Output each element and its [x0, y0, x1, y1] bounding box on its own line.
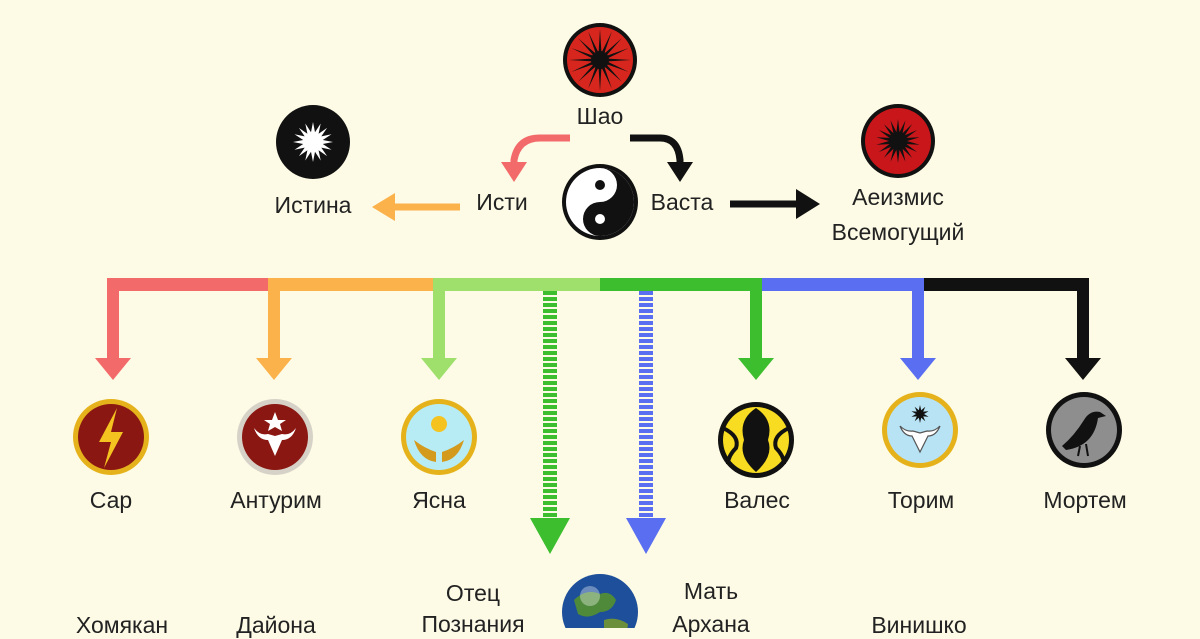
arrow-shao-isti [510, 134, 570, 168]
shao-ray [571, 61, 594, 72]
shao-ray [601, 31, 612, 54]
arrow-yasna [421, 278, 457, 380]
label-vasta: Васта [650, 189, 714, 215]
white-sun-icon [276, 105, 350, 179]
arrow-anturim [256, 278, 292, 380]
label-vales: Валес [724, 487, 790, 513]
label-shao: Шао [576, 103, 624, 129]
arrow-otets [530, 291, 570, 554]
label-khomyakan: Хомякан [75, 612, 169, 638]
shao-ray [607, 58, 631, 62]
bull-sun-icon [882, 392, 958, 468]
shao-ray [578, 64, 596, 82]
arrow-isti-istina-head [372, 193, 395, 221]
bar-segment-black [924, 278, 1089, 291]
arrow-mat [626, 291, 666, 554]
label-vsemogushchiy: Всемогущий [831, 219, 965, 245]
label-mat: Мать [683, 578, 739, 604]
sun-hands-icon [401, 399, 477, 475]
shao-ray [578, 38, 596, 56]
bar-segment-blue [762, 278, 924, 291]
arrow-shao-vasta-head [667, 162, 693, 182]
shao-ray [604, 64, 622, 82]
arrow-shao-vasta [630, 134, 684, 168]
label-isti: Исти [476, 189, 528, 215]
arrow-sar [95, 278, 131, 380]
label-mortem: Мортем [1043, 487, 1127, 513]
shao-ray [598, 29, 602, 53]
label-anturim: Антурим [230, 487, 322, 513]
shao-ray [606, 48, 629, 59]
label-dayona: Дайона [236, 612, 316, 638]
bar-segment-orange [273, 278, 435, 291]
shao-ray [604, 38, 622, 56]
label-aeizmis: Аеизмис [852, 184, 944, 210]
bar-segment-lightgreen [435, 278, 600, 291]
shao-ray [588, 31, 599, 54]
label-otets: Отец [445, 580, 501, 606]
red-burst-icon [861, 104, 935, 178]
shao-ray [606, 61, 629, 72]
shao-ray [601, 66, 612, 89]
earth-icon [562, 574, 638, 639]
arrow-vasta-aeizmis-head [796, 189, 820, 219]
label-torim: Торим [887, 487, 955, 513]
arrow-torim [900, 278, 936, 380]
arrow-shao-isti-head [501, 162, 527, 182]
label-yasna: Ясна [412, 487, 466, 513]
label-arkhana: Архана [672, 611, 750, 637]
label-vinishko: Винишко [871, 612, 967, 638]
shao-ray [598, 67, 602, 91]
bar-segment-red [107, 278, 273, 291]
label-sar: Сар [89, 487, 133, 513]
shao-ray [571, 48, 594, 59]
yin-yang-icon [562, 164, 638, 240]
label-poznaniya: Познания [421, 611, 525, 637]
arrow-vales [738, 278, 774, 380]
twin-faces-icon [718, 402, 794, 478]
raven-icon [1046, 392, 1122, 468]
shao-ray [588, 66, 599, 89]
arrow-mortem [1065, 278, 1101, 380]
bar-segment-green [600, 278, 762, 291]
red-sun-star-icon [563, 23, 637, 97]
bull-icon [237, 399, 313, 475]
label-istina: Истина [274, 192, 352, 218]
shao-ray [569, 58, 593, 62]
lightning-icon [73, 399, 149, 475]
